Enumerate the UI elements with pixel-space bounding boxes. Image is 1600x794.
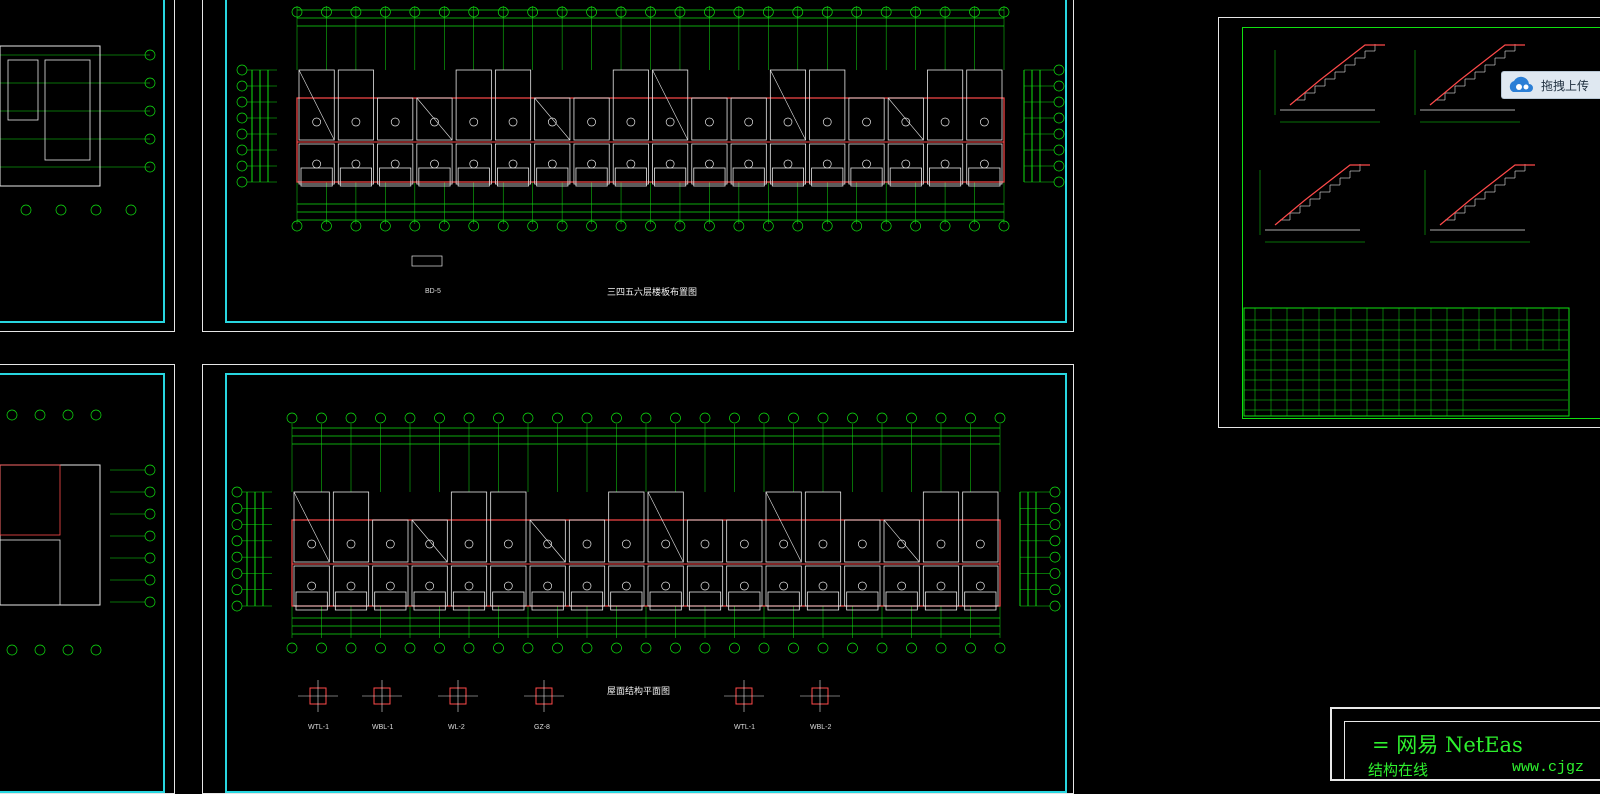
upper-plan-title: 三四五六层楼板布置图 bbox=[607, 287, 698, 297]
drag-upload-button[interactable]: 拖拽上传 bbox=[1501, 71, 1600, 99]
detail-label: WTL-1 bbox=[734, 724, 755, 731]
upper-section-label: BD-5 bbox=[425, 288, 441, 295]
watermark-url: www.cjgz bbox=[1512, 759, 1585, 776]
detail-label: WTL-1 bbox=[308, 724, 329, 731]
drawing-frame-stair-detail bbox=[1218, 17, 1600, 428]
watermark-title-block: = 网易 NetEas 结构在线 www.cjgz bbox=[1330, 707, 1600, 781]
drag-upload-label: 拖拽上传 bbox=[1541, 78, 1590, 93]
detail-label: WBL-1 bbox=[372, 724, 394, 731]
cloud-upload-icon bbox=[1509, 76, 1533, 92]
detail-label: WL-2 bbox=[448, 724, 465, 731]
sheet-border-top-left bbox=[0, 0, 165, 323]
watermark-inner-border bbox=[1344, 721, 1600, 779]
lower-plan-title: 屋面结构平面图 bbox=[607, 686, 671, 696]
drawing-frame-top-center bbox=[202, 0, 1074, 332]
drawing-frame-top-left bbox=[0, 0, 175, 332]
stair-sheet-inner-border bbox=[1242, 27, 1600, 419]
watermark-title: = 网易 NetEas bbox=[1372, 733, 1523, 757]
sheet-border-top-center bbox=[225, 0, 1067, 323]
watermark-subtitle: 结构在线 bbox=[1368, 762, 1429, 779]
detail-label: WBL-2 bbox=[810, 724, 832, 731]
detail-label: GZ-8 bbox=[534, 724, 550, 731]
